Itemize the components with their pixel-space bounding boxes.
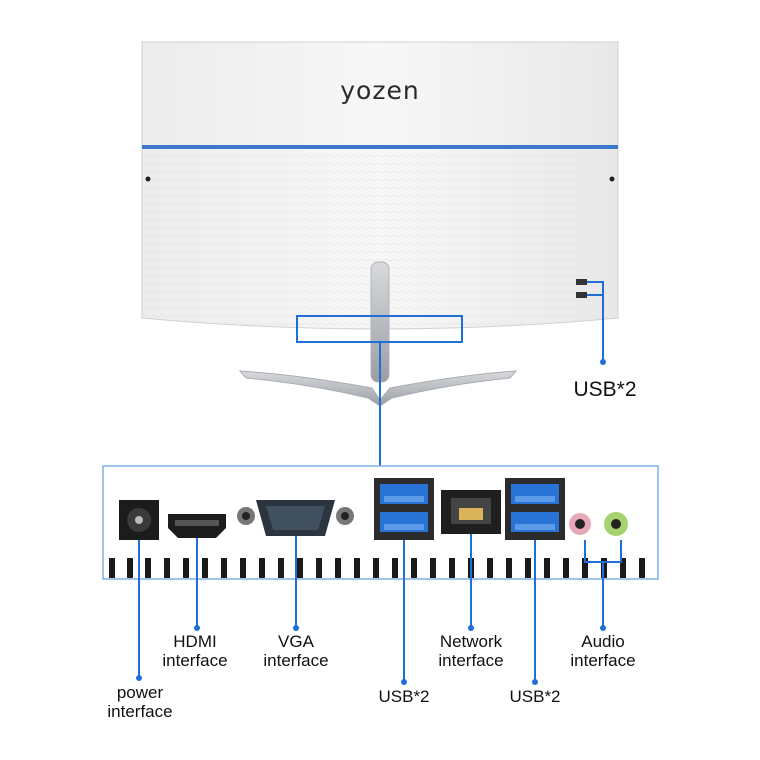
network-label: Network interface: [418, 632, 524, 670]
vga-label-line2: interface: [263, 651, 329, 670]
hdmi-label: HDMI interface: [145, 632, 245, 670]
port-panel: [102, 465, 659, 580]
callout-lines: [138, 534, 622, 680]
vga-label: VGA interface: [246, 632, 346, 670]
network-label-line2: interface: [438, 651, 504, 670]
side-usb-label: USB*2: [573, 378, 637, 401]
monitor-stand: [238, 261, 518, 407]
audio-label-line2: interface: [570, 651, 636, 670]
brand-logo: yozen: [340, 76, 420, 105]
usb-port-group-left: [374, 478, 434, 540]
screw-hole: [145, 176, 151, 182]
usb-right-label: USB*2: [509, 687, 561, 706]
power-label-line2: interface: [107, 702, 173, 721]
usb-port-group-right: [505, 478, 565, 540]
network-label-line1: Network: [439, 632, 503, 651]
audio-label-line1: Audio: [581, 632, 625, 651]
usb-left-label: USB*2: [378, 687, 430, 706]
audio-jacks: [569, 512, 628, 536]
hdmi-label-line1: HDMI: [173, 632, 217, 651]
screw-hole: [609, 176, 615, 182]
side-usb-port: [576, 292, 587, 298]
monitor-back: [141, 41, 619, 330]
hdmi-label-line2: interface: [162, 651, 228, 670]
power-label-line1: power: [116, 683, 164, 702]
vga-label-line1: VGA: [278, 632, 314, 651]
accent-stripe: [142, 145, 618, 149]
audio-label: Audio interface: [551, 632, 655, 670]
vga-port: [237, 500, 354, 536]
side-usb-port: [576, 279, 587, 285]
network-port: [441, 490, 501, 534]
power-port: [119, 500, 159, 540]
power-label: power interface: [90, 683, 190, 721]
